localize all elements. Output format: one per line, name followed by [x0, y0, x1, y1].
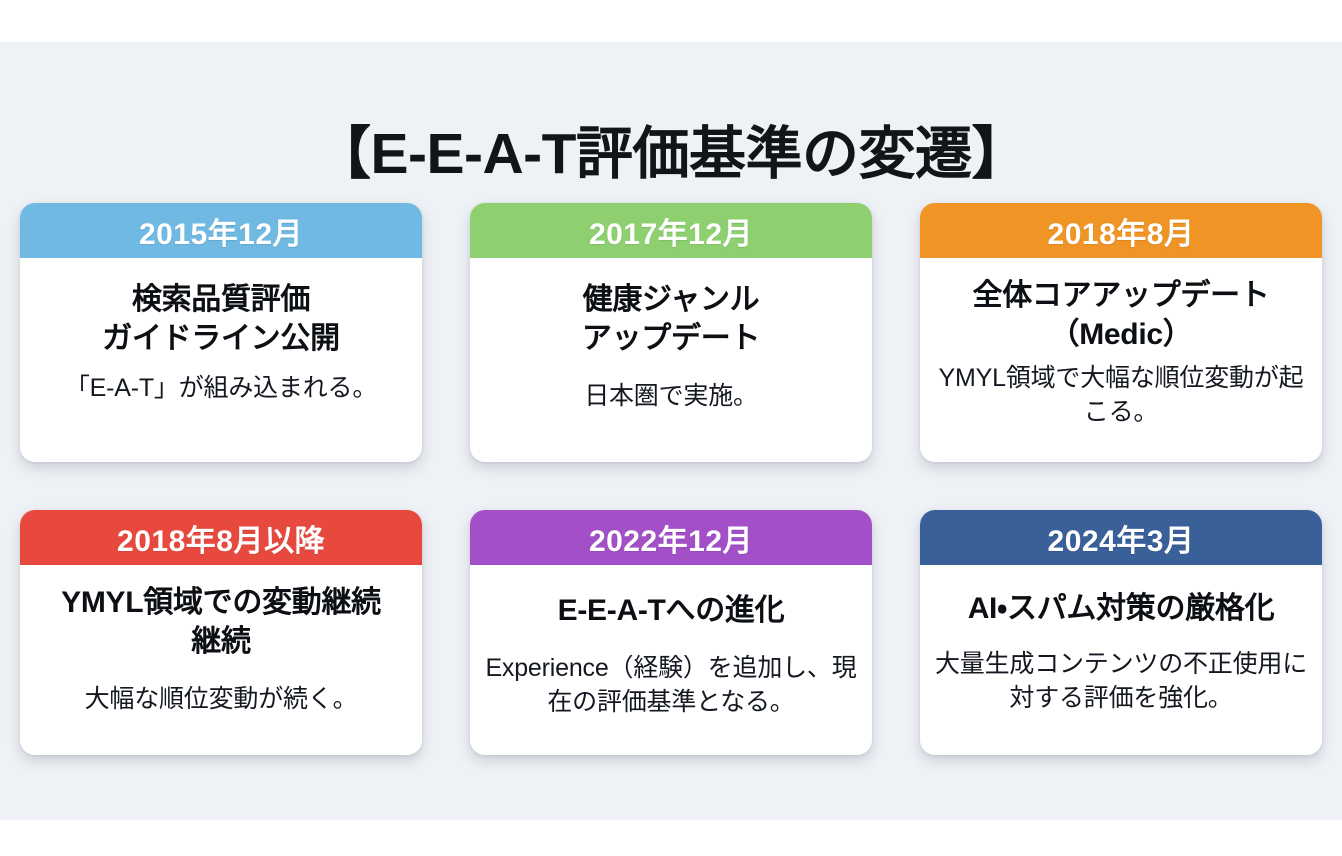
card-body: YMYL領域での変動継続 継続 大幅な順位変動が続く。 [20, 565, 422, 755]
card-date-header: 2017年12月 [470, 203, 872, 258]
card-description: 日本圏で実施。 [584, 382, 758, 410]
card-description: 「E-A-T」が組み込まれる。 [64, 374, 378, 402]
card-body: AI・スパム対策の厳格化 大量生成コンテンツの不正使用に対する評価を強化。 [920, 565, 1322, 755]
card-body: 健康ジャンル アップデート 日本圏で実施。 [470, 258, 872, 462]
card-date-header: 2022年12月 [470, 510, 872, 565]
timeline-card-2017-12[interactable]: 2017年12月 健康ジャンル アップデート 日本圏で実施。 [470, 203, 872, 462]
card-date-header: 2024年3月 [920, 510, 1322, 565]
timeline-card-2022-12[interactable]: 2022年12月 E-E-A-Tへの進化 Experience（経験）を追加し、… [470, 510, 872, 755]
card-title-line-2: 継続 [191, 625, 251, 658]
timeline-card-2015-12[interactable]: 2015年12月 検索品質評価 ガイドライン公開 「E-A-T」が組み込まれる。 [20, 203, 422, 462]
card-title-line-2: （Medic） [1049, 318, 1193, 351]
card-body: E-E-A-Tへの進化 Experience（経験）を追加し、現在の評価基準とな… [470, 565, 872, 755]
card-date-header: 2015年12月 [20, 203, 422, 258]
card-title: E-E-A-Tへの進化 [558, 591, 785, 630]
card-date-header: 2018年8月以降 [20, 510, 422, 565]
card-title: AI・スパム対策の厳格化 [968, 589, 1275, 628]
page-title: 【E-E-A-T評価基準の変遷】 [314, 122, 1028, 187]
card-title-line-1: 全体コアアップデート [972, 279, 1270, 312]
card-body: 検索品質評価 ガイドライン公開 「E-A-T」が組み込まれる。 [20, 258, 422, 462]
card-description: 大量生成コンテンツの不正使用に対する評価を強化。 [935, 650, 1308, 712]
timeline-card-grid: 2015年12月 検索品質評価 ガイドライン公開 「E-A-T」が組み込まれる。… [20, 203, 1322, 755]
card-title: 全体コアアップデート （Medic） [973, 276, 1270, 354]
card-description: Experience（経験）を追加し、現在の評価基準となる。 [485, 654, 857, 716]
card-body: 全体コアアップデート （Medic） YMYL領域で大幅な順位変動が起こる。 [920, 258, 1322, 462]
timeline-card-2024-03[interactable]: 2024年3月 AI・スパム対策の厳格化 大量生成コンテンツの不正使用に対する評… [920, 510, 1322, 755]
timeline-card-2018-08[interactable]: 2018年8月 全体コアアップデート （Medic） YMYL領域で大幅な順位変… [920, 203, 1322, 462]
timeline-card-2018-08-onward[interactable]: 2018年8月以降 YMYL領域での変動継続 継続 大幅な順位変動が続く。 [20, 510, 422, 755]
card-title-line-1: 健康ジャンル [582, 283, 760, 316]
card-description: 大幅な順位変動が続く。 [84, 685, 358, 713]
card-title: 検索品質評価 ガイドライン公開 [102, 280, 340, 358]
card-title-line-1: AI・スパム対策の厳格化 [967, 592, 1275, 625]
card-description: YMYL領域で大幅な順位変動が起こる。 [938, 364, 1304, 426]
card-title: 健康ジャンル アップデート [581, 280, 761, 358]
card-title-line-2: ガイドライン公開 [102, 322, 340, 355]
card-title-line-1: 検索品質評価 [131, 283, 311, 316]
card-title-line-2: アップデート [581, 322, 761, 355]
card-title-line-1: YMYL領域での変動継続 [61, 586, 381, 619]
card-date-header: 2018年8月 [920, 203, 1322, 258]
card-title: YMYL領域での変動継続 継続 [61, 583, 381, 661]
card-title-line-1: E-E-A-Tへの進化 [557, 594, 785, 627]
slide-canvas: 【E-E-A-T評価基準の変遷】 2015年12月 検索品質評価 ガイドライン公… [0, 42, 1342, 820]
